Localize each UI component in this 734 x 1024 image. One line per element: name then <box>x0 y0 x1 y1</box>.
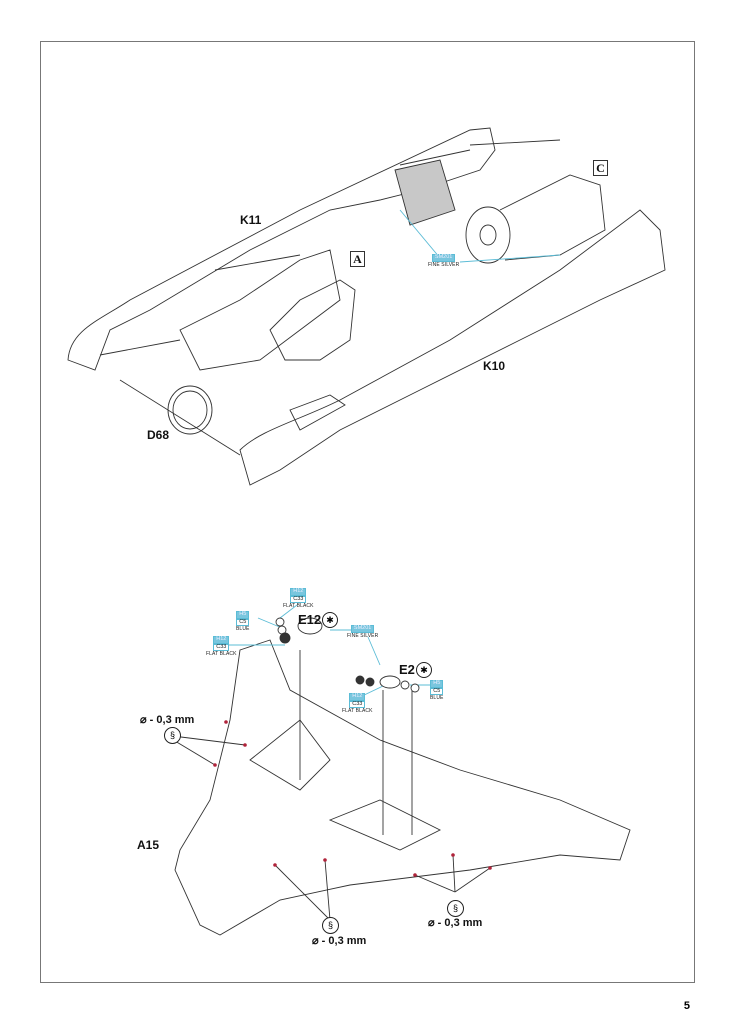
engine-c-front <box>465 206 511 264</box>
drill-note: ⌀ - 0,3 mm <box>312 935 367 947</box>
page-border <box>40 41 695 983</box>
wing-a15 <box>174 639 631 936</box>
part-label-a15: A15 <box>137 838 160 852</box>
part-d68-ring <box>167 385 213 435</box>
paint-code: C5 <box>236 618 250 626</box>
paint-code: H12 <box>213 636 230 644</box>
paint-callout-fine-silver-bottom: SM201 FINE SILVER <box>347 625 378 639</box>
paint-name: BLUE <box>236 626 250 632</box>
paint-code: H5 <box>430 680 444 688</box>
fuselage-k10 <box>239 209 666 486</box>
paint-code: H5 <box>236 611 250 619</box>
gray-panel <box>394 159 456 226</box>
paint-code: C5 <box>430 687 444 695</box>
paint-code: H12 <box>349 693 366 701</box>
paint-code: SM201 <box>350 625 375 633</box>
paint-callout-fine-silver-top: SM201 FINE SILVER <box>428 254 459 268</box>
paint-code: C33 <box>213 643 230 651</box>
ref-box-c: C <box>593 160 608 176</box>
part-label-e12: E12 <box>298 612 322 627</box>
drill-note: ⌀ - 0,3 mm <box>140 714 195 726</box>
paint-name: BLUE <box>430 695 444 701</box>
drill-note: ⌀ - 0,3 mm <box>428 917 483 929</box>
paint-code: H12 <box>290 588 307 596</box>
page-number: 5 <box>683 1000 690 1012</box>
ref-box-a: A <box>350 251 365 267</box>
paint-code: C33 <box>349 700 366 708</box>
cockpit-tub <box>269 279 356 361</box>
star-badge-icon: ✱ <box>416 662 432 678</box>
part-label-k11: K11 <box>240 213 262 227</box>
paint-name: FINE SILVER <box>347 632 379 639</box>
paint-callout-blue-1: H5 C5 BLUE <box>236 611 249 632</box>
paint-name: FINE SILVER <box>428 261 460 268</box>
paint-callout-flat-black-1: H12 C33 FLAT BLACK <box>283 588 314 609</box>
paint-callout-flat-black-2: H12 C33 FLAT BLACK <box>206 636 237 657</box>
star-badge-icon: ✱ <box>322 612 338 628</box>
paint-name: FLAT BLACK <box>206 651 237 657</box>
paint-code: C33 <box>290 595 307 603</box>
paint-name: FLAT BLACK <box>283 603 314 609</box>
paint-callout-blue-2: H5 C5 BLUE <box>430 680 443 701</box>
part-label-d68: D68 <box>147 428 170 442</box>
paint-code: SM201 <box>431 254 456 262</box>
paint-name: FLAT BLACK <box>342 708 373 714</box>
part-label-k10: K10 <box>483 359 506 373</box>
drill-bit-icon: § <box>447 900 464 917</box>
part-label-e2: E2 <box>399 662 415 677</box>
drill-bit-icon: § <box>322 917 339 934</box>
paint-callout-flat-black-3: H12 C33 FLAT BLACK <box>342 693 373 714</box>
drill-bit-icon: § <box>164 727 181 744</box>
